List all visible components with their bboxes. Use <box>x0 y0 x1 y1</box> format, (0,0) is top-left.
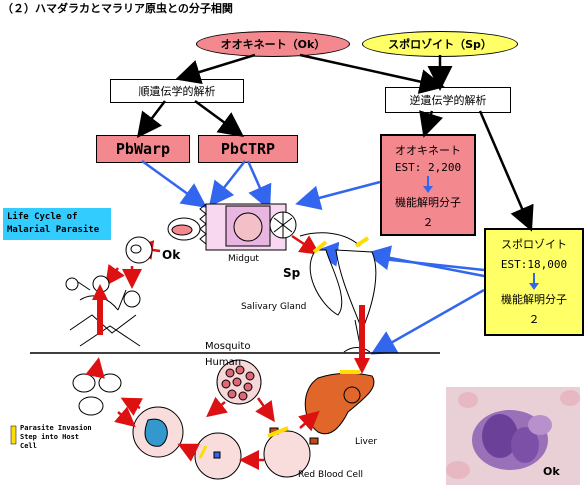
life-cycle-label: Life Cycle of Malarial Parasite <box>3 208 111 240</box>
ookinete-est-count: EST: 2,200 <box>394 161 462 174</box>
rbc-label: Red Blood Cell <box>298 470 364 480</box>
ok-cell <box>125 236 153 264</box>
flow-arrows <box>136 53 534 232</box>
liver-label: Liver <box>355 437 378 447</box>
legend-text: Parasite Invasion Step into Host Cell <box>20 424 92 450</box>
liver-illustration <box>304 370 375 435</box>
midgut-illustration <box>199 203 297 251</box>
sporozoite-est-title: スポロゾイト <box>501 238 567 251</box>
sporozoite-est-box: スポロゾイト EST:18,000 機能解明分子 ２ <box>484 228 584 336</box>
blue-arrows <box>141 159 485 355</box>
red-arrows-human <box>85 357 320 470</box>
sporozoite-down-arrow-icon <box>486 271 582 291</box>
ookinete-oval: オオキネート（Ok） <box>196 31 350 57</box>
rbc-cycle <box>72 359 319 480</box>
ookinete-func-label: 機能解明分子 <box>395 196 461 209</box>
parasite-photo <box>446 387 580 485</box>
ookinete-down-arrow-icon <box>382 174 474 194</box>
sporozoite-func-label: 機能解明分子 <box>501 293 567 306</box>
ookinete-func-count: ２ <box>422 216 434 229</box>
ookinete-est-title: オオキネート <box>395 144 461 157</box>
sporozoite-oval: スポロゾイト（Sp） <box>362 31 518 57</box>
pbctrp-box: PbCTRP <box>198 135 298 163</box>
photo-ok-label: Ok <box>543 465 560 478</box>
sporozoite-est-count: EST:18,000 <box>500 258 568 271</box>
midgut-label: Midgut <box>228 254 259 264</box>
ok-label: Ok <box>162 248 181 262</box>
mosquito-label: Mosquito <box>205 341 251 352</box>
legend-marker <box>10 425 17 445</box>
human-label: Human <box>205 357 242 368</box>
sporozoite-func-count: ２ <box>528 313 540 326</box>
ookinete-cell <box>167 217 201 241</box>
red-up-arrowhead-left <box>92 284 108 300</box>
yellow-bars-top <box>312 236 370 254</box>
salivary-gland-label: Salivary Gland <box>241 302 307 312</box>
page-title: （２）ハマダラカとマラリア原虫との分子相関 <box>2 2 233 15</box>
sp-label: Sp <box>283 266 301 280</box>
